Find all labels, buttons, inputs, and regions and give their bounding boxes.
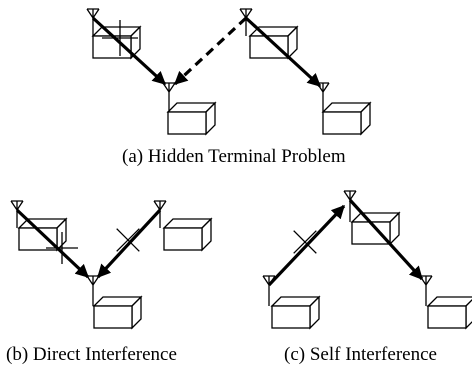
b-node-left-antenna-icon <box>10 200 24 212</box>
a-node-right-antenna-icon <box>239 8 253 20</box>
c-cross-mark-icon <box>293 230 317 254</box>
b-arrow-right-to-mid <box>96 208 162 279</box>
c-node-left-box-icon <box>270 295 321 330</box>
caption-direct-interference: (b) Direct Interference <box>6 344 177 365</box>
c-arrow-top-to-right <box>348 198 424 281</box>
b-node-right-box-icon <box>162 217 213 252</box>
caption-hidden-terminal: (a) Hidden Terminal Problem <box>122 146 346 167</box>
b-node-right-antenna-icon <box>153 200 167 212</box>
a-arrow-right-to-far <box>244 16 322 88</box>
a-arrow-right-to-mid-dashed <box>173 16 248 86</box>
c-node-top-antenna-icon <box>343 190 357 202</box>
a-node-right-box-icon <box>248 25 299 60</box>
a-arrow-left-to-mid <box>91 16 167 86</box>
c-node-right-box-icon <box>426 296 472 330</box>
caption-self-interference: (c) Self Interference <box>284 344 437 365</box>
a-node-far-box-icon <box>321 101 372 136</box>
b-arrow-left-to-mid <box>15 208 90 279</box>
c-arrow-left-to-top <box>267 204 346 287</box>
b-node-mid-box-icon <box>92 295 143 330</box>
b-cross-mark-left-icon <box>46 232 78 264</box>
a-node-left-box-icon <box>91 25 142 60</box>
a-node-mid-box-icon <box>166 101 217 136</box>
b-cross-mark-right-icon <box>116 228 140 252</box>
a-node-left-antenna-icon <box>86 8 100 20</box>
a-node-mid-antenna-icon <box>162 82 176 94</box>
b-node-mid-antenna-icon <box>86 275 100 287</box>
a-cross-mark-icon <box>102 20 138 56</box>
